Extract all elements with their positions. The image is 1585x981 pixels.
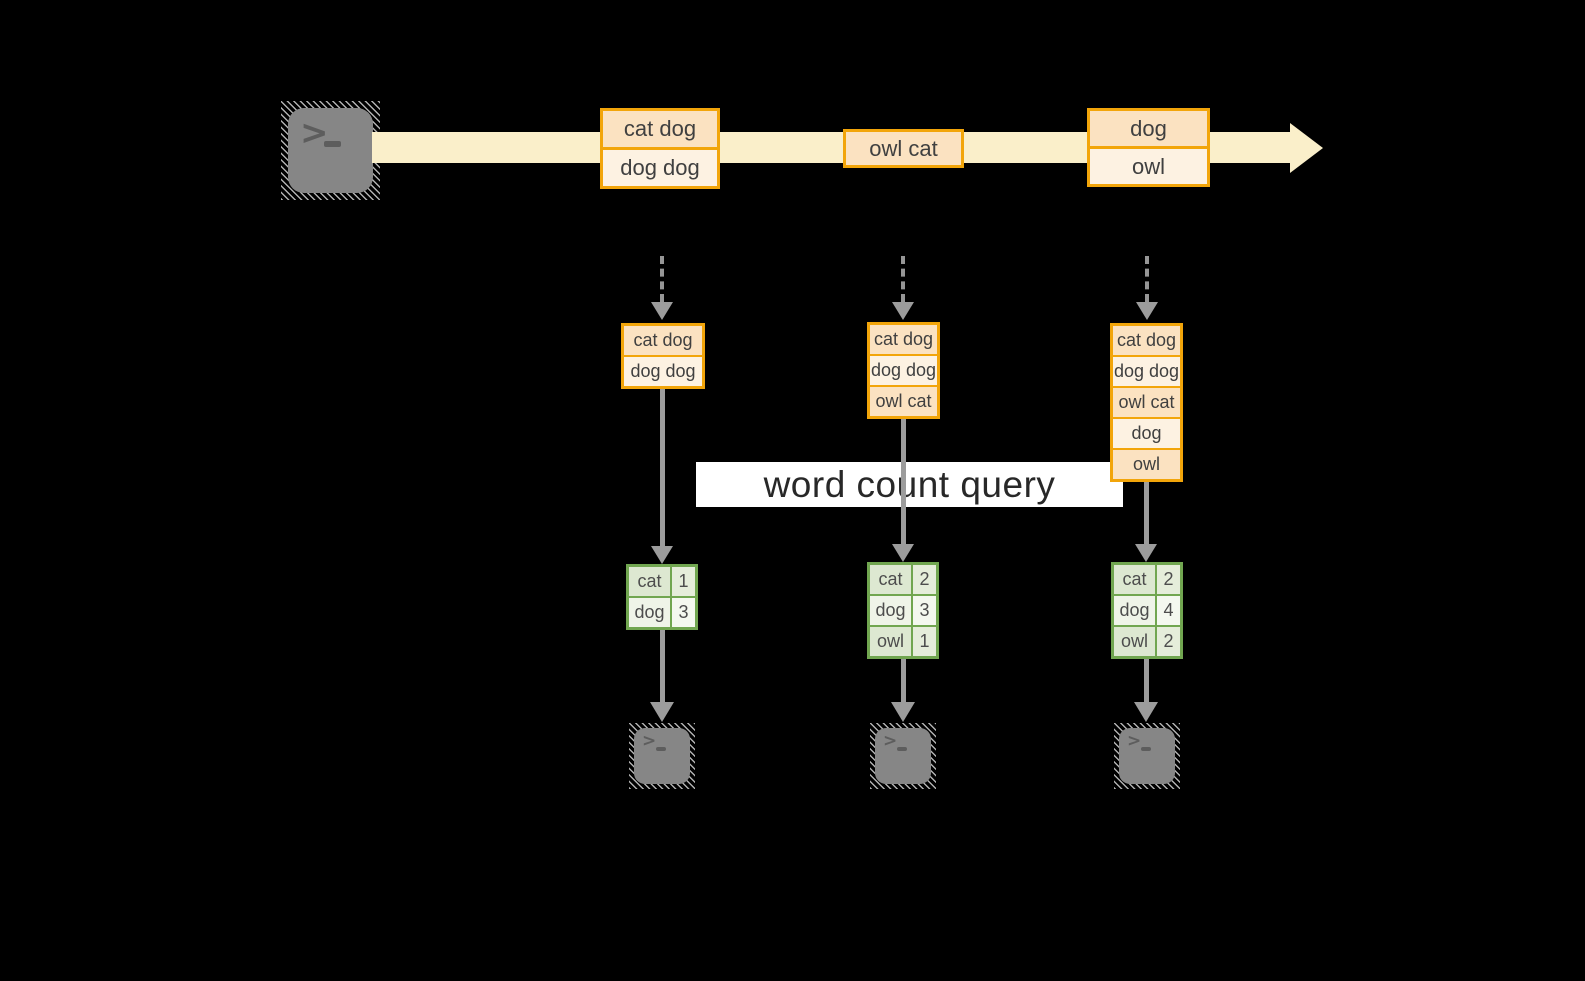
snapshot-cell: owl cat xyxy=(870,387,937,416)
count-value-cell: 3 xyxy=(913,596,936,625)
event-cell: cat dog xyxy=(603,111,717,147)
count-value-cell: 2 xyxy=(1157,627,1180,656)
snapshot-cell: dog dog xyxy=(870,356,937,385)
stream-arrowhead-icon xyxy=(1290,123,1323,173)
count-value-cell: 4 xyxy=(1157,596,1180,625)
stream-event-box: dog owl xyxy=(1087,108,1210,187)
flow-arrowhead-icon xyxy=(650,702,674,722)
dashed-arrow xyxy=(1145,256,1149,302)
stream-event-box: owl cat xyxy=(843,129,964,168)
query-banner-label: word count query xyxy=(763,463,1056,505)
source-terminal-icon: > xyxy=(281,101,380,200)
flow-arrowhead-icon xyxy=(1134,702,1158,722)
snapshot-cell: cat dog xyxy=(870,325,937,354)
flow-arrow xyxy=(1144,659,1149,702)
sink-terminal-icon: > xyxy=(629,723,695,789)
count-value-cell: 2 xyxy=(1157,565,1180,594)
dashed-arrow xyxy=(660,256,664,302)
flow-arrowhead-icon xyxy=(891,702,915,722)
dashed-arrow xyxy=(901,256,905,302)
count-word-cell: dog xyxy=(1114,596,1155,625)
count-value-cell: 3 xyxy=(672,598,695,627)
dashed-arrowhead-icon xyxy=(651,302,673,320)
flow-arrowhead-icon xyxy=(892,544,914,562)
snapshot-cell: owl xyxy=(1113,450,1180,479)
query-banner: word count query xyxy=(696,462,1123,507)
count-table: cat 1 dog 3 xyxy=(626,564,698,630)
stream-event-box: cat dog dog dog xyxy=(600,108,720,189)
event-cell: owl cat xyxy=(846,132,961,165)
count-value-cell: 1 xyxy=(672,567,695,596)
count-word-cell: cat xyxy=(870,565,911,594)
terminal-cursor-icon xyxy=(897,747,907,751)
count-word-cell: cat xyxy=(1114,565,1155,594)
flow-arrow xyxy=(901,419,906,544)
snapshot-cell: dog dog xyxy=(1113,357,1180,386)
flow-arrowhead-icon xyxy=(1135,544,1157,562)
count-table: cat 2 dog 3 owl 1 xyxy=(867,562,939,659)
sink-terminal-icon: > xyxy=(1114,723,1180,789)
flow-arrow xyxy=(660,389,665,546)
count-value-cell: 1 xyxy=(913,627,936,656)
count-value-cell: 2 xyxy=(913,565,936,594)
snapshot-stack: cat dog dog dog xyxy=(621,323,705,389)
terminal-cursor-icon xyxy=(656,747,666,751)
event-cell: dog dog xyxy=(603,150,717,186)
sink-terminal-icon: > xyxy=(870,723,936,789)
terminal-screen: > xyxy=(288,108,373,193)
snapshot-cell: dog dog xyxy=(624,357,702,386)
flow-arrowhead-icon xyxy=(651,546,673,564)
terminal-screen: > xyxy=(1119,728,1175,784)
terminal-cursor-icon xyxy=(1141,747,1151,751)
count-word-cell: dog xyxy=(870,596,911,625)
event-cell: owl xyxy=(1090,149,1207,184)
snapshot-stack: cat dog dog dog owl cat dog owl xyxy=(1110,323,1183,482)
count-word-cell: cat xyxy=(629,567,670,596)
flow-arrow xyxy=(660,630,665,702)
dashed-arrowhead-icon xyxy=(892,302,914,320)
snapshot-stack: cat dog dog dog owl cat xyxy=(867,322,940,419)
terminal-prompt-icon: > xyxy=(1127,731,1142,751)
snapshot-cell: cat dog xyxy=(1113,326,1180,355)
snapshot-cell: cat dog xyxy=(624,326,702,355)
flow-arrow xyxy=(1144,482,1149,544)
terminal-screen: > xyxy=(875,728,931,784)
snapshot-cell: owl cat xyxy=(1113,388,1180,417)
terminal-prompt-icon: > xyxy=(642,731,657,751)
terminal-screen: > xyxy=(634,728,690,784)
terminal-prompt-icon: > xyxy=(300,113,329,153)
event-cell: dog xyxy=(1090,111,1207,146)
flow-arrow xyxy=(901,659,906,702)
snapshot-cell: dog xyxy=(1113,419,1180,448)
terminal-cursor-icon xyxy=(324,141,341,147)
dashed-arrowhead-icon xyxy=(1136,302,1158,320)
count-word-cell: owl xyxy=(1114,627,1155,656)
terminal-prompt-icon: > xyxy=(883,731,898,751)
count-table: cat 2 dog 4 owl 2 xyxy=(1111,562,1183,659)
count-word-cell: owl xyxy=(870,627,911,656)
count-word-cell: dog xyxy=(629,598,670,627)
